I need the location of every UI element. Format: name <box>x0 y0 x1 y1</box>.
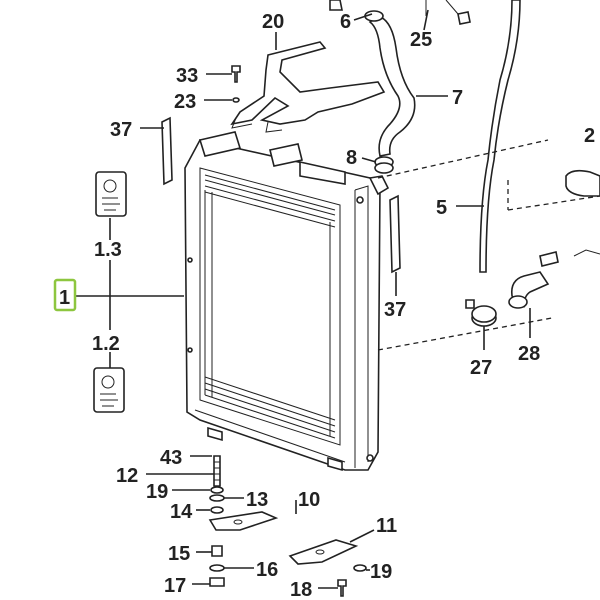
warning-label-icon-1-2 <box>93 367 125 413</box>
bracket-plate-10 <box>208 511 279 531</box>
reference-line-right <box>507 195 600 211</box>
callout-10[interactable]: 10 <box>298 489 320 511</box>
callout-6[interactable]: 6 <box>340 11 351 33</box>
reference-line-lower <box>377 317 553 351</box>
callout-17[interactable]: 17 <box>164 575 186 597</box>
bracket-plate-11 <box>288 539 367 572</box>
callout-2[interactable]: 2 <box>584 125 595 147</box>
callout-33[interactable]: 33 <box>176 65 198 87</box>
hose-elbow-28 <box>508 271 550 309</box>
seal-strip-left <box>161 116 173 186</box>
callout-7[interactable]: 7 <box>452 87 463 109</box>
leader-lines <box>76 9 531 589</box>
fitting-part-2 <box>539 169 600 267</box>
callout-15[interactable]: 15 <box>168 543 190 565</box>
bushing-15 <box>211 545 223 557</box>
overflow-pipe-part <box>479 0 521 273</box>
callout-20[interactable]: 20 <box>262 11 284 33</box>
callout-1-3[interactable]: 1.3 <box>94 239 122 261</box>
callout-19-left[interactable]: 19 <box>146 481 168 503</box>
washers-19-13-14 <box>209 486 225 514</box>
rubber-mount-16-17 <box>209 564 225 587</box>
selected-callout-highlight <box>53 278 77 312</box>
bolt-33 <box>231 65 241 83</box>
clip-23 <box>232 97 240 103</box>
upper-hose-part <box>364 10 416 157</box>
callout-16[interactable]: 16 <box>256 559 278 581</box>
callout-1-2[interactable]: 1.2 <box>92 333 120 355</box>
callout-27[interactable]: 27 <box>470 357 492 379</box>
radiator-core-fins <box>204 174 336 439</box>
hose-clamp-27 <box>465 299 497 327</box>
bottom-stud-43 <box>213 455 221 487</box>
top-fittings <box>329 0 471 25</box>
callout-8[interactable]: 8 <box>346 147 357 169</box>
callout-23[interactable]: 23 <box>174 91 196 113</box>
callout-11[interactable]: 11 <box>376 515 397 537</box>
callout-labels: 20 6 25 33 7 23 37 2 8 5 1.3 1 37 1.2 27… <box>59 11 595 600</box>
callout-13[interactable]: 13 <box>246 489 268 511</box>
warning-label-icon-1-3 <box>95 171 127 217</box>
bolt-18 <box>337 579 347 597</box>
hose-clamp-8 <box>374 156 394 174</box>
callout-19-right[interactable]: 19 <box>370 561 392 583</box>
callout-5[interactable]: 5 <box>436 197 447 219</box>
callout-28[interactable]: 28 <box>518 343 540 365</box>
callout-37-upper[interactable]: 37 <box>110 119 132 141</box>
callout-18[interactable]: 18 <box>290 579 312 600</box>
radiator-assembly <box>184 131 390 472</box>
callout-12[interactable]: 12 <box>116 465 138 487</box>
callout-1[interactable]: 1 <box>59 287 70 309</box>
top-bracket-part <box>230 41 386 133</box>
callout-43[interactable]: 43 <box>160 447 182 469</box>
seal-strip-right <box>389 194 401 274</box>
callout-25[interactable]: 25 <box>410 29 432 51</box>
callout-37-lower[interactable]: 37 <box>384 299 406 321</box>
reference-line-upper <box>377 139 549 179</box>
callout-14[interactable]: 14 <box>170 501 193 523</box>
